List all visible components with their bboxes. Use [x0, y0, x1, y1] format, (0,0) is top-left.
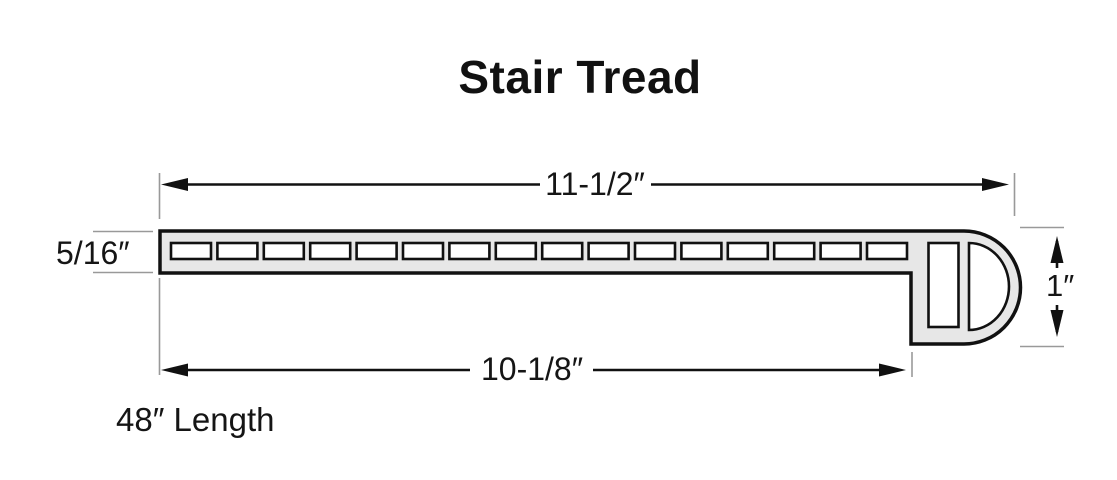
extension-lines: [93, 173, 1064, 377]
tread-profile: [158, 229, 1023, 346]
tread-cell-hole: [262, 241, 306, 261]
tread-cell-hole: [865, 241, 909, 261]
diagram-title: Stair Tread: [458, 51, 702, 103]
arrow-left: [161, 363, 188, 377]
length-note-label: 48″ Length: [116, 401, 275, 438]
tread-cell-hole: [726, 241, 770, 261]
dimension-label-nose-height: 1″: [1046, 268, 1075, 303]
tread-cell-hole: [587, 241, 630, 261]
nose-d-hole: [967, 241, 1011, 332]
tread-cell-hole: [169, 241, 213, 261]
dimension-label-bottom-width: 10-1/8″: [480, 351, 584, 387]
arrow-right: [982, 178, 1009, 191]
arrow-down: [1050, 310, 1064, 337]
arrow-right: [879, 363, 906, 377]
dimension-label-thickness: 5/16″: [56, 235, 130, 271]
tread-cell-hole: [680, 241, 723, 261]
dimension-label-top-width: 11-1/2″: [545, 166, 645, 202]
arrow-left: [161, 178, 188, 191]
nose-holes: [927, 241, 1011, 332]
dimension-nose-height: [1050, 236, 1064, 337]
tread-cell-hole: [401, 241, 445, 261]
tread-cell-hole: [633, 241, 677, 261]
top-holes: [169, 241, 909, 261]
dimension-top-width: [161, 178, 1009, 191]
tread-cell-hole: [448, 241, 491, 261]
nose-slot-hole: [927, 241, 960, 329]
tread-cell-hole: [308, 241, 352, 261]
tread-cell-hole: [819, 241, 862, 261]
dimension-bottom-width: [161, 363, 906, 377]
tread-cell-hole: [494, 241, 538, 261]
tread-cell-hole: [216, 241, 259, 261]
arrow-up: [1050, 236, 1064, 263]
tread-cell-hole: [540, 241, 584, 261]
tread-cell-hole: [772, 241, 816, 261]
tread-cell-hole: [355, 241, 398, 261]
